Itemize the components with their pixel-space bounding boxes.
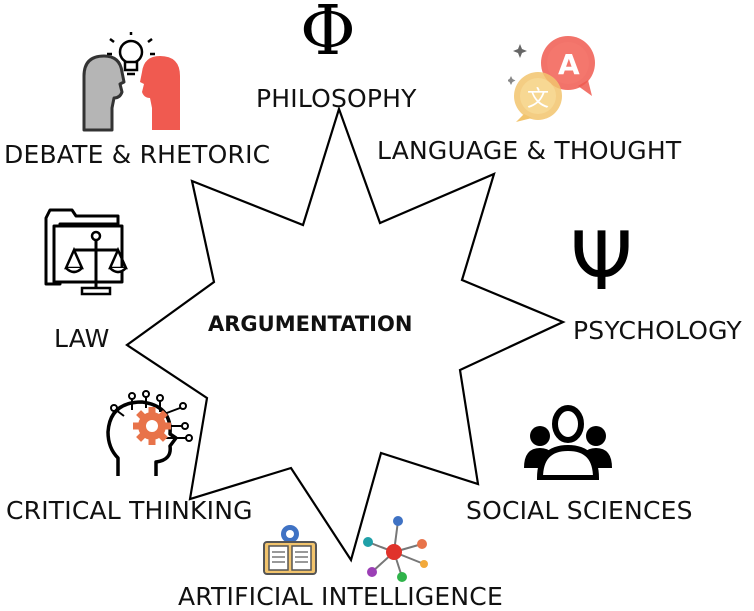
label-critical-thinking: CRITICAL THINKING (6, 496, 253, 525)
label-philosophy: PHILOSOPHY (256, 84, 417, 113)
center-label: ARGUMENTATION (208, 312, 413, 336)
translate-bubbles-icon: A 文 (508, 36, 595, 122)
phi-symbol-icon: Φ (300, 0, 356, 71)
bubble-glyph-a: A (558, 48, 580, 81)
label-psychology: PSYCHOLOGY (573, 316, 742, 345)
book-gear-icon (263, 525, 317, 575)
head-gear-circuit-icon (106, 390, 193, 476)
label-social-sciences: SOCIAL SCIENCES (466, 496, 693, 525)
label-language-thought: LANGUAGE & THOUGHT (377, 136, 682, 165)
bubble-glyph-b: 文 (527, 87, 549, 112)
folder-scales-icon (44, 208, 128, 296)
label-debate-rhetoric: DEBATE & RHETORIC (4, 140, 271, 169)
two-heads-lightbulb-icon (82, 32, 180, 132)
label-law: LAW (54, 324, 110, 353)
network-nodes-icon (363, 516, 428, 582)
people-group-icon (524, 405, 612, 480)
psi-symbol-icon: Ψ (570, 215, 633, 308)
label-artificial-intelligence: ARTIFICIAL INTELLIGENCE (178, 582, 503, 611)
